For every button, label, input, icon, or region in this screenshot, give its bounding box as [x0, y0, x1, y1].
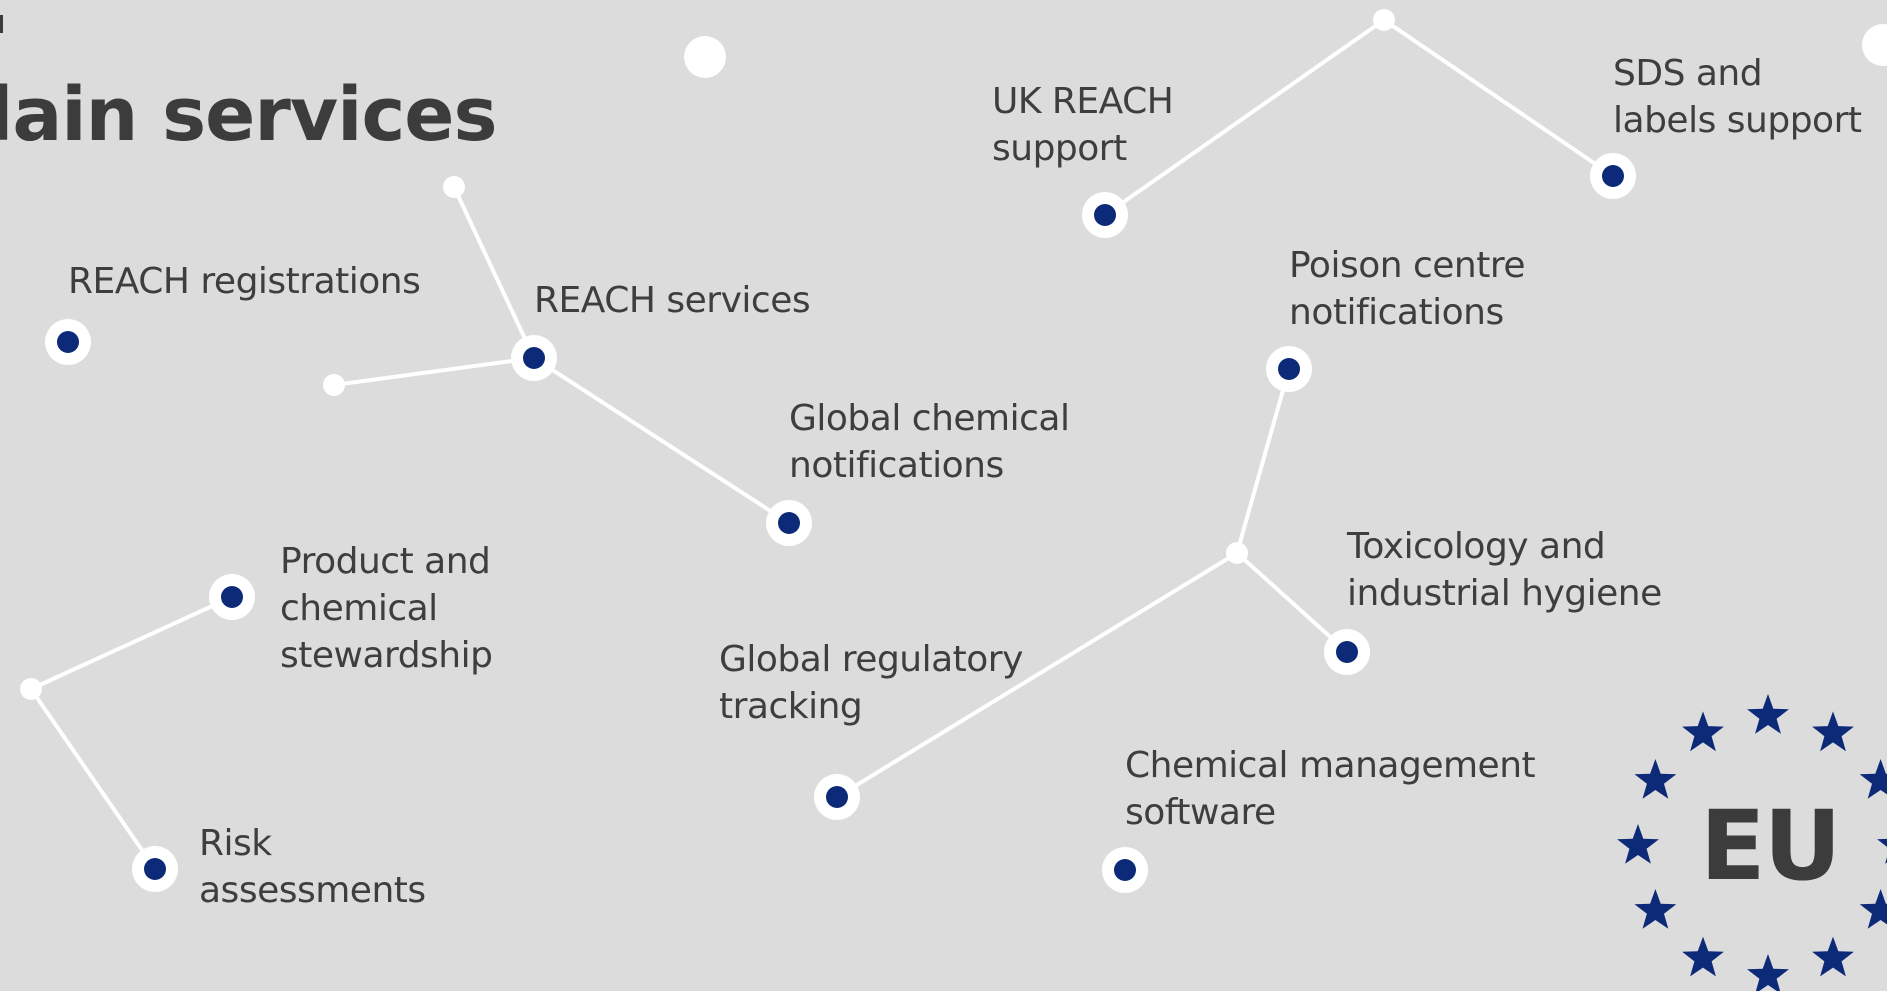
- label-global-chemical-notifications: Global chemical notifications: [789, 398, 1070, 486]
- label-global-regulatory-tracking: Global regulatory tracking: [719, 639, 1023, 727]
- page-title: lain services: [0, 72, 498, 158]
- decorative-dot: [1862, 24, 1887, 66]
- eu-star-icon: [1634, 759, 1677, 799]
- eu-star-icon: [1812, 711, 1854, 752]
- junction-dot: [20, 678, 42, 700]
- node-poison-centre-notifications: [1266, 346, 1312, 392]
- node-product-chemical-stewardship: [209, 574, 255, 620]
- connector-line: [1382, 18, 1615, 178]
- node-global-regulatory-tracking: [814, 774, 860, 820]
- connector-line: [1103, 18, 1386, 217]
- eu-star-icon: [1747, 954, 1789, 991]
- connector-line: [1235, 551, 1349, 654]
- node-reach-services: [511, 335, 557, 381]
- connector-line: [1235, 368, 1291, 554]
- eu-star-icon: [1617, 824, 1659, 864]
- eu-star-icon: [1634, 889, 1677, 929]
- connector-line: [452, 186, 536, 359]
- connector-line: [29, 687, 157, 871]
- label-toxicology-industrial-hygiene: Toxicology and industrial hygiene: [1347, 526, 1662, 614]
- node-uk-reach-support: [1082, 192, 1128, 238]
- eu-emblem-text: EU: [1700, 790, 1842, 902]
- label-risk-assessments: Risk assessments: [199, 823, 426, 911]
- eu-star-icon: [1877, 838, 1887, 864]
- junction-dot: [323, 374, 345, 396]
- connector-line: [835, 551, 1239, 799]
- connector-line: [532, 356, 791, 525]
- decorative-dot: [684, 36, 726, 78]
- junction-dot: [1373, 9, 1395, 31]
- eu-star-icon: [1859, 889, 1887, 929]
- node-reach-registrations: [45, 319, 91, 365]
- label-uk-reach-support: UK REACH support: [992, 81, 1174, 169]
- node-global-chemical-notifications: [766, 500, 812, 546]
- label-chemical-management-software: Chemical management software: [1125, 745, 1536, 833]
- junction-dot: [1226, 542, 1248, 564]
- eu-star-icon: [1859, 759, 1887, 799]
- label-reach-registrations: REACH registrations: [68, 261, 421, 302]
- node-sds-labels-support: [1590, 153, 1636, 199]
- node-risk-assessments: [132, 846, 178, 892]
- eu-star-icon: [1682, 936, 1724, 977]
- eu-star-icon: [1747, 694, 1789, 734]
- node-toxicology-industrial-hygiene: [1324, 629, 1370, 675]
- label-reach-services: REACH services: [534, 280, 811, 321]
- label-poison-centre-notifications: Poison centre notifications: [1289, 245, 1526, 333]
- eu-star-icon: [1812, 936, 1854, 977]
- label-sds-labels-support: SDS and labels support: [1613, 53, 1862, 141]
- label-product-chemical-stewardship: Product and chemical stewardship: [280, 541, 493, 676]
- corner-mark: [0, 15, 3, 33]
- node-chemical-management-software: [1102, 847, 1148, 893]
- connector-line: [333, 356, 535, 387]
- eu-star-icon: [1682, 711, 1724, 752]
- connector-line: [30, 595, 233, 691]
- junction-dot: [443, 176, 465, 198]
